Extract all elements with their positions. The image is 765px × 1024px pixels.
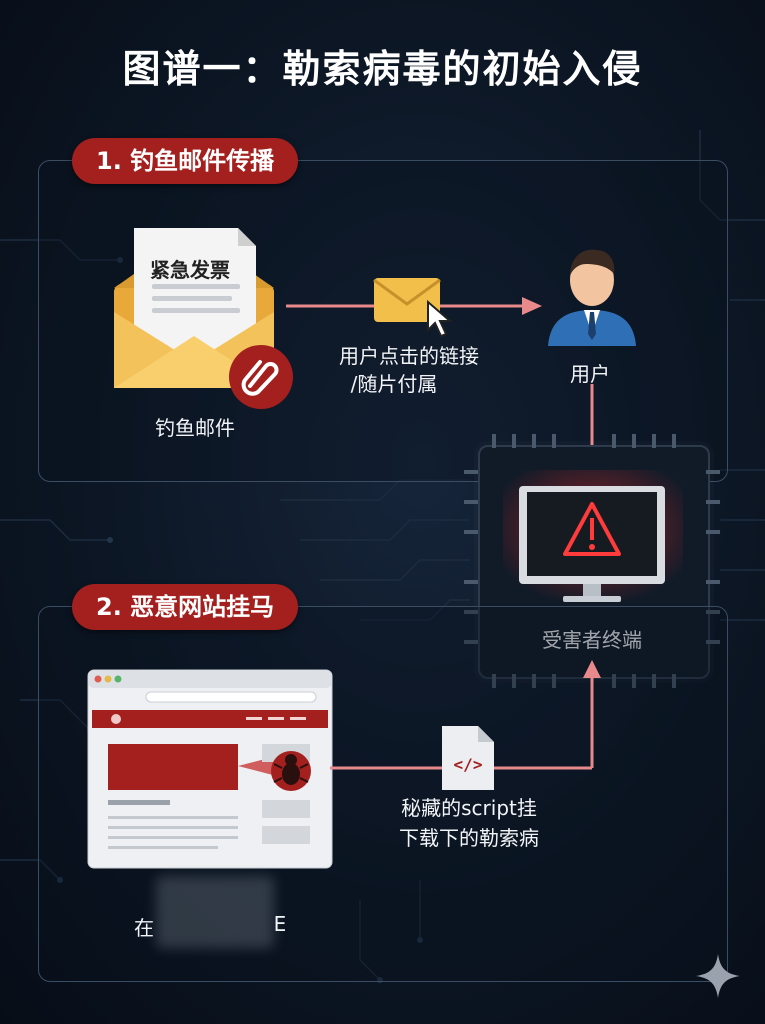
svg-text:</>: </> (454, 755, 483, 774)
malicious-website-illustration (87, 669, 333, 869)
user-label: 用户 (570, 362, 610, 386)
paperclip-icon (229, 345, 293, 409)
mail-icon (373, 278, 441, 322)
phishing-email-icon (114, 228, 274, 388)
blurred-text-region (156, 876, 274, 948)
page-title: 图谱一：勒索病毒的初始入侵 (122, 47, 643, 91)
envelope-letter-text: 紧急发票 (150, 258, 230, 282)
website-caption-right: E (273, 912, 287, 936)
website-caption-left: 在 (134, 916, 154, 940)
sparkle-icon (696, 954, 740, 998)
hidden-script-label: 秘藏的script挂 (401, 796, 537, 820)
section-badge-phishing: 1. 钓鱼邮件传播 (72, 138, 299, 184)
section-badge-malicious-site: 2. 恶意网站挂马 (72, 584, 299, 630)
user-avatar-icon (548, 249, 636, 346)
phishing-email-label: 钓鱼邮件 (155, 416, 235, 440)
click-link-label-2: /随片付属 (350, 372, 438, 396)
cursor-icon (427, 299, 453, 338)
hidden-script-label-2: 下载下的勒索病 (399, 826, 539, 850)
script-file-icon: </> (442, 726, 494, 790)
chip-pins (464, 434, 720, 688)
victim-terminal-label: 受害者终端 (542, 628, 642, 652)
click-link-label: 用户点击的链接 (339, 344, 479, 368)
monitor-alert-icon (503, 470, 683, 602)
